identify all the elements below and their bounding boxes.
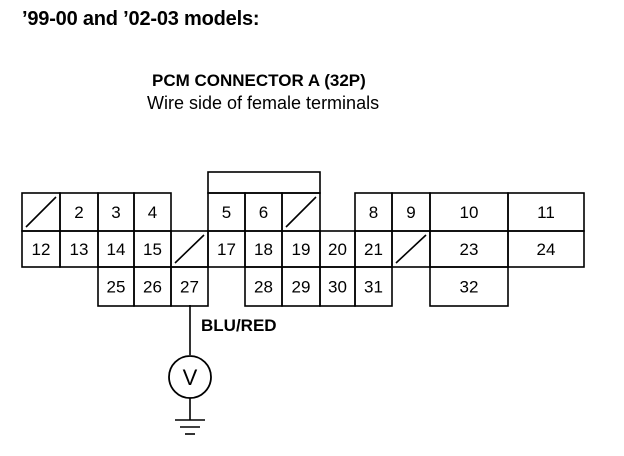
unused-terminal-slash (25, 196, 57, 228)
terminal-number-32: 32 (460, 278, 479, 297)
test-circuit: V (168, 305, 212, 435)
terminal-number-27: 27 (180, 278, 199, 297)
terminal-number-29: 29 (292, 278, 311, 297)
terminal-number-8: 8 (369, 203, 378, 222)
page-heading: ’99-00 and ’02-03 models: (22, 8, 260, 30)
terminal-number-20: 20 (328, 240, 347, 259)
terminal-number-15: 15 (143, 240, 162, 259)
terminal-number-28: 28 (254, 278, 273, 297)
connector-subtitle: Wire side of female terminals (147, 93, 380, 113)
terminal-number-4: 4 (148, 203, 157, 222)
terminal-number-13: 13 (70, 240, 89, 259)
terminal-cell (354, 266, 393, 307)
terminal-number-10: 10 (460, 203, 479, 222)
terminal-number-31: 31 (364, 278, 383, 297)
connector-lock-tab (207, 171, 321, 194)
unused-terminal-slash (395, 234, 427, 264)
ground-icon (175, 419, 205, 435)
terminal-number-17: 17 (217, 240, 236, 259)
terminal-number-24: 24 (537, 240, 556, 259)
terminal-number-2: 2 (74, 203, 83, 222)
terminal-number-9: 9 (406, 203, 415, 222)
terminal-cell (429, 266, 509, 307)
terminal-cell (507, 230, 585, 268)
terminal-number-19: 19 (292, 240, 311, 259)
terminal-number-18: 18 (254, 240, 273, 259)
terminal-number-26: 26 (143, 278, 162, 297)
terminal-number-21: 21 (364, 240, 383, 259)
wire-color-label: BLU/RED (201, 316, 277, 335)
terminal-number-23: 23 (460, 240, 479, 259)
terminal-number-6: 6 (259, 203, 268, 222)
terminal-number-12: 12 (32, 240, 51, 259)
terminal-number-3: 3 (111, 203, 120, 222)
unused-terminal-slash (285, 196, 317, 228)
terminal-number-25: 25 (107, 278, 126, 297)
terminal-number-11: 11 (537, 203, 555, 222)
voltmeter-symbol: V (183, 365, 198, 390)
terminal-number-30: 30 (328, 278, 347, 297)
connector-title: PCM CONNECTOR A (32P) (152, 71, 366, 90)
unused-terminal-slash (174, 234, 205, 264)
terminal-number-5: 5 (222, 203, 231, 222)
terminal-number-14: 14 (107, 240, 126, 259)
